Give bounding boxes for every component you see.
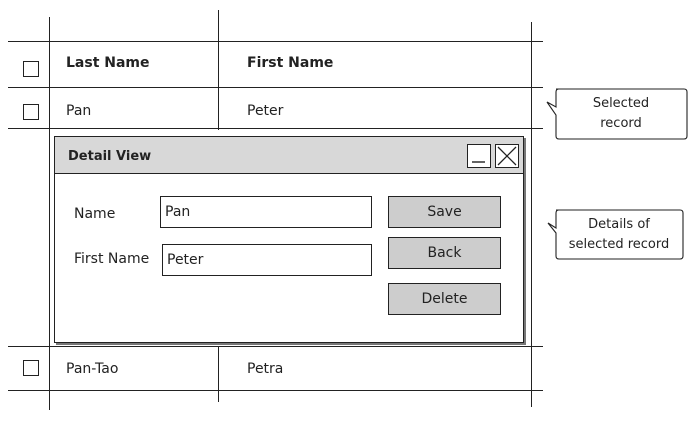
callout-selected-record-line1: Selected (592, 96, 650, 111)
cell-last-name: Pan-Tao (66, 361, 119, 377)
callout-selected-record: Selected record (558, 94, 684, 134)
table-header-bottom-border (8, 87, 543, 88)
table-bottom-border (8, 390, 543, 391)
table-row2-top-border (8, 346, 543, 347)
name-field[interactable]: Pan (160, 196, 372, 228)
select-all-checkbox[interactable] (23, 61, 39, 77)
close-icon (497, 146, 517, 166)
column-header-last-name[interactable]: Last Name (66, 55, 150, 71)
back-button[interactable]: Back (388, 237, 501, 269)
table-header-top-border (8, 41, 543, 42)
save-button[interactable]: Save (388, 196, 501, 228)
window-title: Detail View (68, 149, 152, 164)
callout-details-line1: Details of (588, 217, 650, 232)
first-name-field[interactable]: Peter (162, 244, 372, 276)
delete-button[interactable]: Delete (388, 283, 501, 315)
close-button[interactable] (495, 144, 519, 168)
cell-first-name: Peter (247, 103, 284, 119)
table-row1-bottom-border (8, 128, 543, 129)
first-name-label: First Name (74, 251, 150, 267)
column-header-first-name[interactable]: First Name (247, 55, 334, 71)
callout-selected-record-line2: record (600, 116, 642, 131)
callout-details-shape (547, 209, 684, 260)
callout-selected-record-shape (546, 88, 688, 140)
row-checkbox[interactable] (23, 104, 39, 120)
cell-first-name: Petra (247, 361, 284, 377)
table-column-divider-bottom (218, 346, 219, 402)
table-right-border (531, 22, 532, 407)
window-titlebar[interactable]: Detail View (55, 137, 523, 174)
table-column-divider-top (218, 10, 219, 130)
callout-details-line2: selected record (568, 237, 670, 252)
detail-view-window: Detail View Name Pan First Name Peter Sa… (54, 136, 524, 343)
name-label: Name (74, 206, 116, 222)
cell-last-name: Pan (66, 103, 92, 119)
callout-details: Details of selected record (558, 215, 680, 255)
minimize-button[interactable] (467, 144, 491, 168)
table-left-border (49, 17, 50, 410)
row-checkbox[interactable] (23, 360, 39, 376)
minimize-icon (472, 161, 485, 163)
